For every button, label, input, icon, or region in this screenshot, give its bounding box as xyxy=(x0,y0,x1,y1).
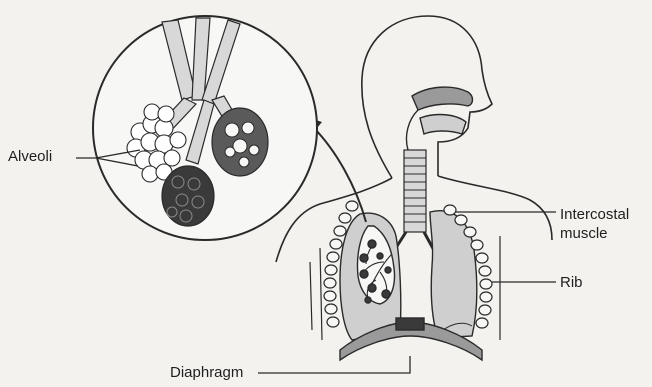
trachea xyxy=(392,150,436,254)
alveolar-sac-textured xyxy=(212,108,268,176)
nasal-oral-cavity xyxy=(406,87,472,150)
alveoli-magnified-circle xyxy=(93,16,317,240)
alveoli-label: Alveoli xyxy=(8,148,52,166)
rib-label: Rib xyxy=(560,274,583,292)
diaphragm-pointer xyxy=(258,356,410,373)
left-lung xyxy=(340,213,401,340)
diaphragm-label: Diaphragm xyxy=(170,364,243,382)
intercostal-muscle-label: Intercostal muscle xyxy=(560,205,652,243)
alveolar-sac-dark xyxy=(162,166,214,226)
